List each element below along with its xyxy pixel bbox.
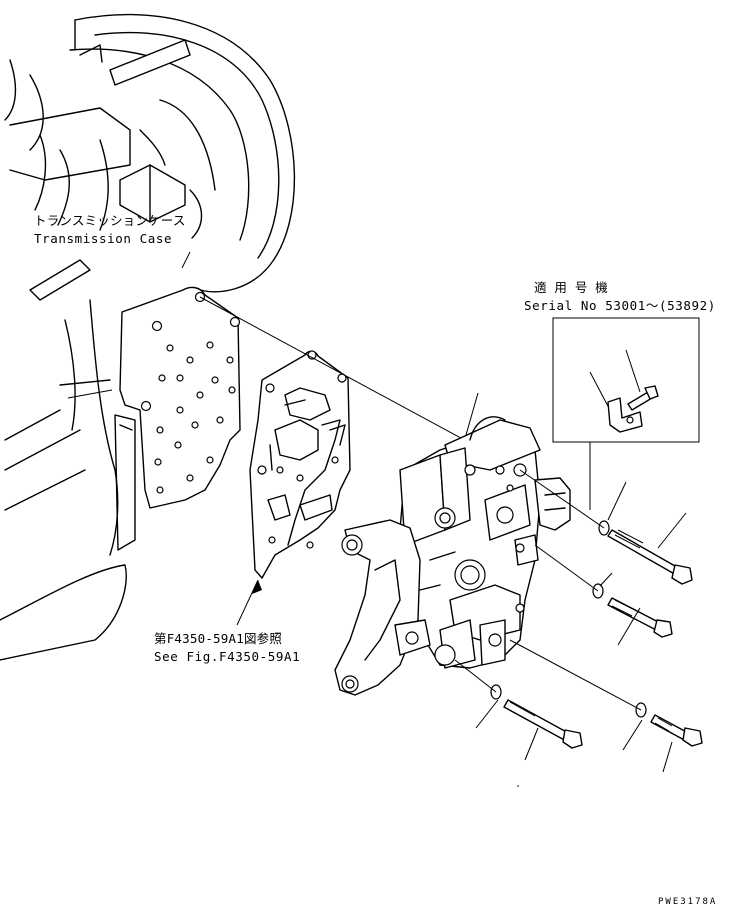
- bolt-right-upper: [607, 529, 693, 585]
- bolt-bottom-right: [650, 714, 703, 747]
- bolt-right-middle: [607, 597, 673, 638]
- alignment-line-lower-left: [454, 659, 497, 693]
- alignment-line-middle: [534, 544, 599, 592]
- transmission-case-label-en: Transmission Case: [34, 231, 173, 246]
- separator-plate: [249, 350, 351, 579]
- drawing-code: PWE3178A: [658, 897, 718, 907]
- case-flange-holes: [140, 291, 241, 494]
- alignment-line-lower-right: [509, 639, 642, 711]
- leader-lines: [67, 251, 687, 773]
- bolt-bottom-left: [503, 699, 583, 749]
- serial-label-jp: 適 用 号 機: [534, 280, 608, 295]
- mounting-bracket: [334, 519, 431, 696]
- transmission-case-label-jp: トランスミッションケース: [34, 213, 186, 228]
- control-valve-body: [399, 416, 571, 669]
- serial-label-en: Serial No 53001～(53892): [524, 298, 716, 313]
- serial-inset: [552, 317, 700, 510]
- see-figure-label-en: See Fig.F4350-59A1: [154, 649, 301, 664]
- transmission-case: [0, 13, 296, 661]
- see-figure-label-jp: 第F4350-59A1図参照: [154, 631, 283, 646]
- alignment-line-upper: [519, 469, 605, 529]
